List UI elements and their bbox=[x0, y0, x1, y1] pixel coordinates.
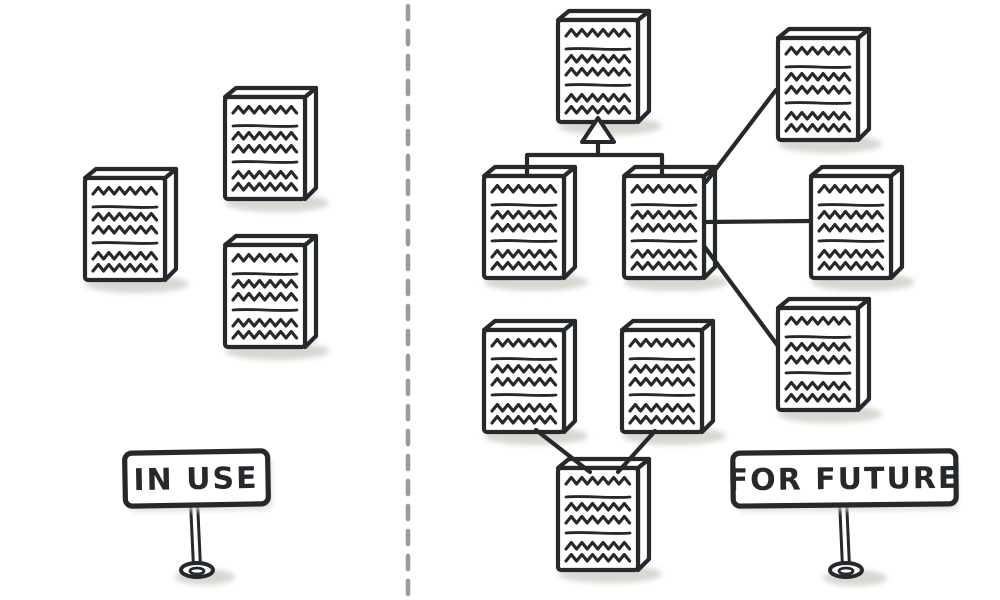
document-box-mid-right bbox=[622, 321, 726, 445]
document-box-scattered-3 bbox=[225, 236, 329, 360]
edge-child-right-to-right-top bbox=[703, 87, 779, 185]
sign-post-highlight bbox=[192, 501, 199, 568]
document-box-parent-top bbox=[558, 11, 662, 135]
sign-base-ring-inner bbox=[188, 566, 206, 576]
sign-base-ring-inner bbox=[837, 566, 855, 576]
in-use-group bbox=[85, 88, 329, 360]
document-box-mid-left bbox=[484, 321, 588, 445]
for-future-sign-label: FOR FUTURE bbox=[727, 461, 960, 498]
sign-post-highlight bbox=[841, 499, 848, 568]
document-box-child-right bbox=[624, 167, 728, 291]
edge-mid-left-to-bottom-merge bbox=[533, 427, 593, 475]
document-box-right-middle bbox=[811, 167, 915, 291]
edge-mid-right-to-bottom-merge bbox=[615, 428, 658, 475]
edge-inheritance-bracket bbox=[524, 139, 665, 177]
connector-edges bbox=[524, 87, 814, 475]
document-box-bottom-merge bbox=[558, 459, 662, 583]
edge-child-right-to-right-bottom bbox=[701, 243, 781, 349]
sign-board bbox=[730, 448, 959, 509]
document-box-right-bottom bbox=[778, 299, 882, 423]
inheritance-triangle-arrow bbox=[580, 116, 616, 144]
in-use-sign-label: IN USE bbox=[133, 461, 259, 498]
in-use-sign: IN USE bbox=[122, 448, 273, 585]
edge-child-right-to-right-middle bbox=[701, 218, 814, 225]
sign-board bbox=[122, 448, 271, 509]
document-box-scattered-1 bbox=[85, 169, 189, 293]
document-box-right-top bbox=[778, 29, 882, 153]
document-box-child-left bbox=[484, 167, 588, 291]
document-box-scattered-2 bbox=[225, 88, 329, 212]
for-future-sign: FOR FUTURE bbox=[727, 448, 961, 586]
